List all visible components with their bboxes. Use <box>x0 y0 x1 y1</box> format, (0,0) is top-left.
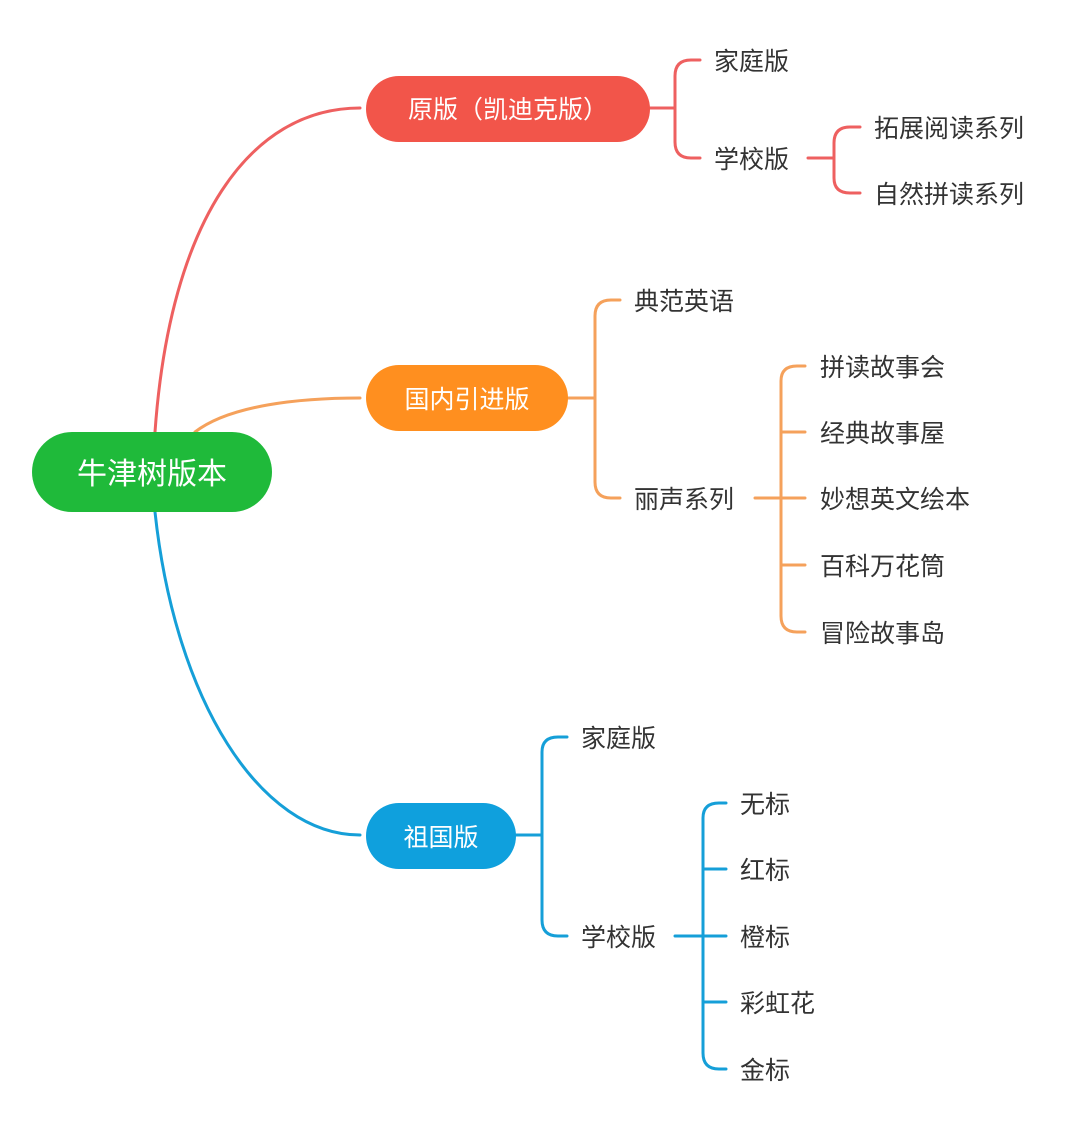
root-node[interactable]: 牛津树版本 <box>32 432 272 512</box>
node-original-school[interactable]: 学校版 <box>714 145 789 174</box>
branch-pill-homeland[interactable] <box>366 803 516 869</box>
node-no-label-label: 无标 <box>740 790 790 819</box>
node-rainbow-label: 彩虹花 <box>740 989 815 1018</box>
node-encyclopedia[interactable]: 百科万花筒 <box>820 552 945 581</box>
node-lisheng[interactable]: 丽声系列 <box>634 485 734 514</box>
root-node-label: 牛津树版本 <box>77 457 227 492</box>
node-fun-english-books[interactable]: 妙想英文绘本 <box>820 485 970 514</box>
branch-node-homeland[interactable]: 祖国版 <box>366 803 516 869</box>
node-red-label-label: 红标 <box>740 856 790 885</box>
node-homeland-home-label: 家庭版 <box>581 724 656 753</box>
node-adventure-island-label: 冒险故事岛 <box>820 619 945 648</box>
node-adventure-island[interactable]: 冒险故事岛 <box>820 619 945 648</box>
node-phonics-series-label: 自然拼读系列 <box>874 180 1024 209</box>
node-fun-english-books-label: 妙想英文绘本 <box>820 485 970 514</box>
node-orange-label-label: 橙标 <box>740 923 790 952</box>
node-original-home[interactable]: 家庭版 <box>714 47 789 76</box>
node-homeland-home[interactable]: 家庭版 <box>581 724 656 753</box>
node-classic-story-house-label: 经典故事屋 <box>820 419 945 448</box>
node-homeland-school[interactable]: 学校版 <box>581 923 656 952</box>
node-gold-label-label: 金标 <box>740 1056 790 1085</box>
connectors <box>153 58 862 1071</box>
node-homeland-school-label: 学校版 <box>581 923 656 952</box>
node-no-label[interactable]: 无标 <box>740 790 790 819</box>
branch-pill-domestic[interactable] <box>366 365 568 431</box>
node-original-school-label: 学校版 <box>714 145 789 174</box>
node-phonics-series[interactable]: 自然拼读系列 <box>874 180 1024 209</box>
node-gold-label[interactable]: 金标 <box>740 1056 790 1085</box>
connector-root-original <box>153 106 362 434</box>
branch-node-original[interactable]: 原版（凯迪克版） <box>366 76 650 142</box>
connector-original-school-to-series <box>806 125 862 195</box>
node-phonics-stories[interactable]: 拼读故事会 <box>820 353 945 382</box>
branch-label-domestic: 国内引进版 <box>404 385 529 414</box>
node-lisheng-label: 丽声系列 <box>634 485 734 514</box>
connector-root-domestic <box>193 396 362 434</box>
node-extended-reading[interactable]: 拓展阅读系列 <box>874 114 1024 143</box>
node-orange-label[interactable]: 橙标 <box>740 923 790 952</box>
branch-node-domestic[interactable]: 国内引进版 <box>366 365 568 431</box>
node-rainbow[interactable]: 彩虹花 <box>740 989 815 1018</box>
connector-root-homeland <box>153 510 362 837</box>
branch-label-original: 原版（凯迪克版） <box>408 95 608 124</box>
connector-original-to-children <box>648 58 702 160</box>
node-encyclopedia-label: 百科万花筒 <box>820 552 945 581</box>
connector-domestic-to-children <box>566 298 622 500</box>
branch-pill-original[interactable] <box>366 76 650 142</box>
node-red-label[interactable]: 红标 <box>740 856 790 885</box>
node-original-home-label: 家庭版 <box>714 47 789 76</box>
node-phonics-stories-label: 拼读故事会 <box>820 353 945 382</box>
node-classic-english-label: 典范英语 <box>634 287 734 316</box>
node-classic-english[interactable]: 典范英语 <box>634 287 734 316</box>
connector-lisheng-to-series <box>753 364 807 634</box>
connector-homeland-school-to-labels <box>673 801 728 1071</box>
node-classic-story-house[interactable]: 经典故事屋 <box>820 419 945 448</box>
root-node-pill[interactable] <box>32 432 272 512</box>
connector-homeland-to-children <box>513 735 569 938</box>
branch-label-homeland: 祖国版 <box>403 823 478 852</box>
node-extended-reading-label: 拓展阅读系列 <box>874 114 1024 143</box>
